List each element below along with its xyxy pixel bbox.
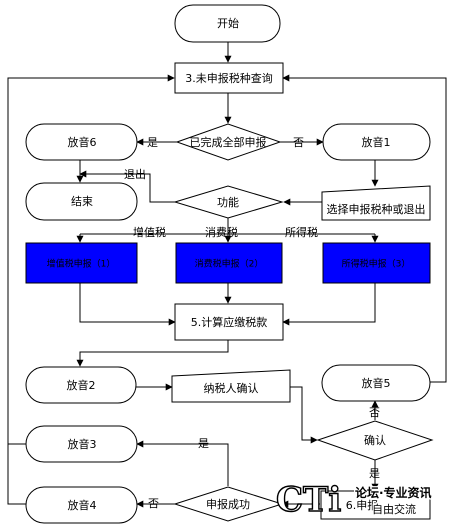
query-label: 3.未申报税种查询 xyxy=(185,71,273,85)
play3-node xyxy=(25,425,138,463)
income-box xyxy=(322,242,431,284)
play4-label: 放音4 xyxy=(68,498,97,512)
edge-taxpayer-confirm xyxy=(290,386,318,444)
start-label: 开始 xyxy=(217,16,239,30)
taxpayer-confirm-input xyxy=(171,369,291,403)
play3-label: 放音3 xyxy=(68,437,97,451)
function-decision xyxy=(173,185,284,219)
watermark-line1: 论坛·专业资讯 xyxy=(355,485,432,500)
declare-success-decision xyxy=(173,486,284,522)
play1-label: 放音1 xyxy=(362,135,391,149)
done-all-label: 已完成全部申报 xyxy=(190,135,267,149)
edge-play4-loop xyxy=(7,444,26,505)
edge-label-consumption: 消费税 xyxy=(205,225,238,239)
edge-label-vat: 增值税 xyxy=(133,225,166,239)
play6-label: 放音6 xyxy=(68,135,97,149)
query-process xyxy=(174,62,284,94)
play6-node xyxy=(25,123,138,161)
watermark: CTi 论坛·专业资讯 自由交流 xyxy=(275,479,433,520)
edge-label-success-no: 否 xyxy=(148,497,159,510)
edge-label-no: 否 xyxy=(293,136,304,149)
declare-success-label: 申报成功 xyxy=(206,497,250,511)
confirm-label: 确认 xyxy=(364,434,386,447)
confirm-decision xyxy=(316,420,434,461)
income-box-label: 所得税申报（3） xyxy=(342,258,411,270)
edge-vat-calc xyxy=(79,283,176,326)
connectors xyxy=(7,42,447,508)
edge-play3-query xyxy=(7,74,175,445)
play1-node xyxy=(322,123,431,161)
select-input xyxy=(321,185,431,221)
edge-success-play3 xyxy=(136,440,229,486)
play4-node xyxy=(25,486,138,524)
vat-box-label: 增值税申报（1） xyxy=(47,258,116,270)
function-label: 功能 xyxy=(217,195,239,209)
select-label: 选择申报税种或退出 xyxy=(327,202,426,216)
edge-income-calc xyxy=(282,283,376,326)
end-label: 结束 xyxy=(71,195,93,208)
edge-label-yes: 是 xyxy=(147,136,158,149)
done-all-decision xyxy=(175,123,282,161)
start-terminator xyxy=(174,4,281,43)
edge-calc-play2 xyxy=(76,340,229,367)
vat-box xyxy=(25,242,138,284)
watermark-line2: 自由交流 xyxy=(372,502,416,516)
calc-label: 5.计算应缴税款 xyxy=(191,315,268,329)
calc-process xyxy=(174,303,284,341)
edge-function-exit xyxy=(79,170,175,203)
edge-label-income: 所得税 xyxy=(285,225,318,239)
edge-play5-query xyxy=(282,74,447,383)
play5-label: 放音5 xyxy=(362,376,391,390)
declare-process xyxy=(320,490,431,520)
play2-label: 放音2 xyxy=(67,378,96,392)
play2-node xyxy=(25,366,137,404)
edge-label-confirm-no: 否 xyxy=(369,406,380,419)
edge-label-exit: 退出 xyxy=(124,167,146,181)
edge-label-success-yes: 是 xyxy=(198,437,209,450)
taxpayer-confirm-label: 纳税人确认 xyxy=(204,381,259,395)
play5-node xyxy=(321,364,431,402)
consumption-box-label: 消费税申报（2） xyxy=(195,258,264,270)
consumption-box xyxy=(175,242,283,284)
declare-label: 6.申报 xyxy=(346,498,379,512)
watermark-logo: CTi xyxy=(276,480,341,520)
edge-label-confirm-yes: 是 xyxy=(369,467,380,480)
end-terminator xyxy=(25,182,138,221)
